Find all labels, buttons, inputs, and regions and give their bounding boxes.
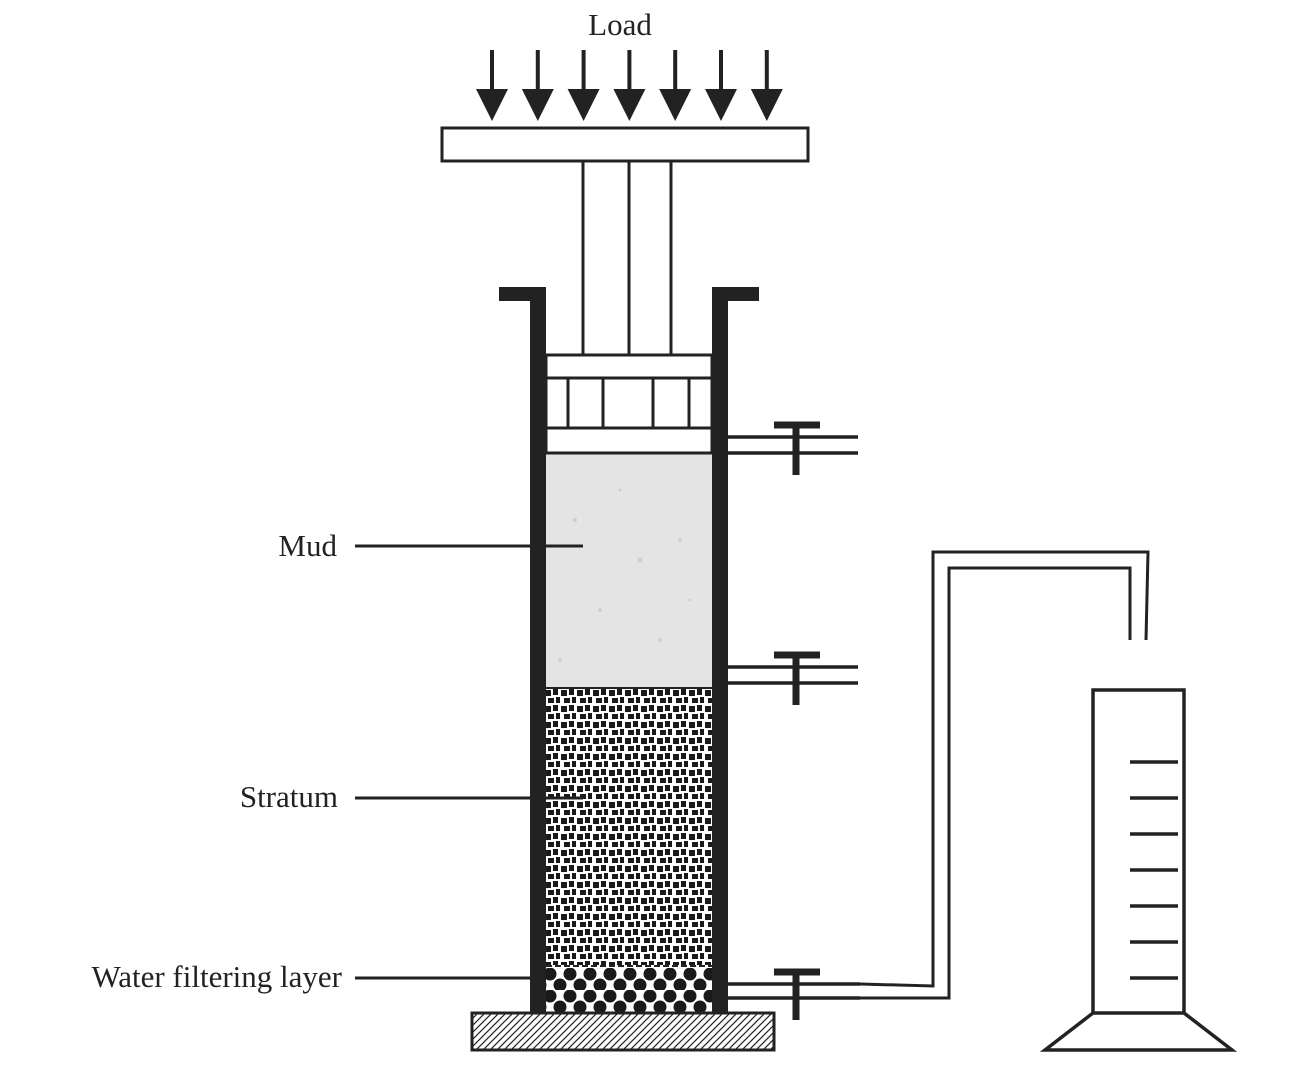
load-plate bbox=[440, 126, 810, 163]
load-arrow-head bbox=[705, 89, 737, 121]
bottom-valve bbox=[714, 968, 860, 1020]
load-arrow-head bbox=[521, 89, 554, 121]
water-filtering-layer bbox=[546, 968, 712, 1012]
load-arrows bbox=[476, 50, 783, 121]
top-valve bbox=[714, 421, 858, 475]
mud-layer bbox=[546, 453, 712, 688]
piston-head bbox=[544, 353, 714, 455]
measuring-cylinder bbox=[1039, 688, 1238, 1052]
container-walls bbox=[499, 287, 759, 1013]
load-arrow-head bbox=[750, 89, 783, 121]
filter-label: Water filtering layer bbox=[91, 959, 342, 994]
stratum-layer bbox=[546, 688, 712, 965]
load-label: Load bbox=[588, 7, 652, 42]
cylinder-graduations bbox=[1130, 760, 1178, 980]
load-arrow-head bbox=[476, 89, 508, 121]
load-arrow-head bbox=[659, 89, 692, 121]
mud-label: Mud bbox=[278, 528, 337, 563]
middle-valve bbox=[714, 651, 858, 705]
load-arrow-head bbox=[613, 89, 646, 121]
load-arrow-head bbox=[567, 89, 600, 121]
piston-rod bbox=[581, 161, 673, 355]
mud-speckles bbox=[558, 488, 692, 662]
stratum-label: Stratum bbox=[240, 779, 338, 814]
base-plate bbox=[470, 1011, 776, 1052]
drain-tube bbox=[859, 550, 1150, 1000]
